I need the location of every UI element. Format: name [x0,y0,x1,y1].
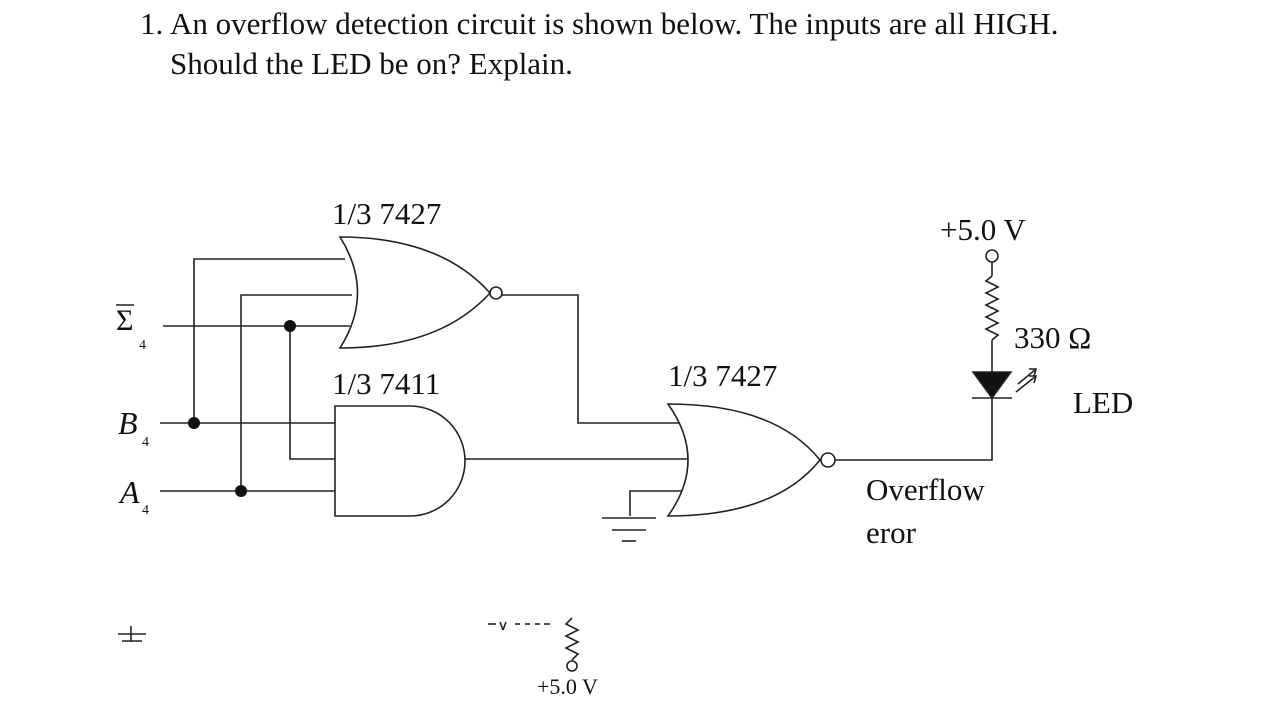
vcc-label-bottom: +5.0 V [537,674,598,699]
svg-text:4: 4 [142,503,149,518]
wire-a-to-nor [240,294,352,491]
input-a-label: A 4 [118,474,149,518]
svg-text:4: 4 [142,435,149,450]
nor-top-label: 1/3 7427 [332,196,441,231]
vcc-label: +5.0 V [940,212,1026,247]
and-gate-label: 1/3 7411 [332,366,440,401]
ground-symbol [602,517,656,542]
question-line-1: 1.An overflow detection circuit is shown… [140,4,1058,44]
junction-dot-a [235,485,247,497]
resistor-symbol [984,275,1000,341]
vcc-terminal [985,249,999,263]
stray-fragment [488,621,550,631]
input-sigma-label: Σ 4 [116,304,146,353]
input-b-label: B 4 [118,405,149,450]
resistor-symbol-stray [564,617,580,661]
junction-dot-sigma [284,320,296,332]
wire-output [835,398,993,461]
svg-text:B: B [118,405,138,441]
wire-nor-out [502,294,690,424]
and-gate [334,405,466,517]
junction-dot-b [188,417,200,429]
svg-text:Σ: Σ [116,304,133,337]
question-text: 1.An overflow detection circuit is shown… [140,4,1058,84]
overflow-label: Overflow [866,472,985,507]
nor-output-label: 1/3 7427 [668,358,777,393]
wire-ground-input [629,490,688,516]
led-label: LED [1073,385,1133,420]
led-symbol [971,371,1013,400]
question-line-2: Should the LED be on? Explain. [170,46,573,81]
overflow-label-2: eror [866,515,917,550]
svg-text:A: A [118,474,140,510]
led-emission-icon [1015,368,1038,393]
nor-gate-top [338,236,503,349]
nor-gate-output [666,403,836,517]
svg-text:4: 4 [139,338,146,353]
resistor-label: 330 Ω [1014,320,1091,355]
vcc-terminal-stray [566,660,578,672]
wire-sigma-to-and [289,326,335,460]
ground-symbol-stray [118,626,146,642]
question-number: 1. [140,6,164,41]
wire-b-to-nor [193,258,345,423]
